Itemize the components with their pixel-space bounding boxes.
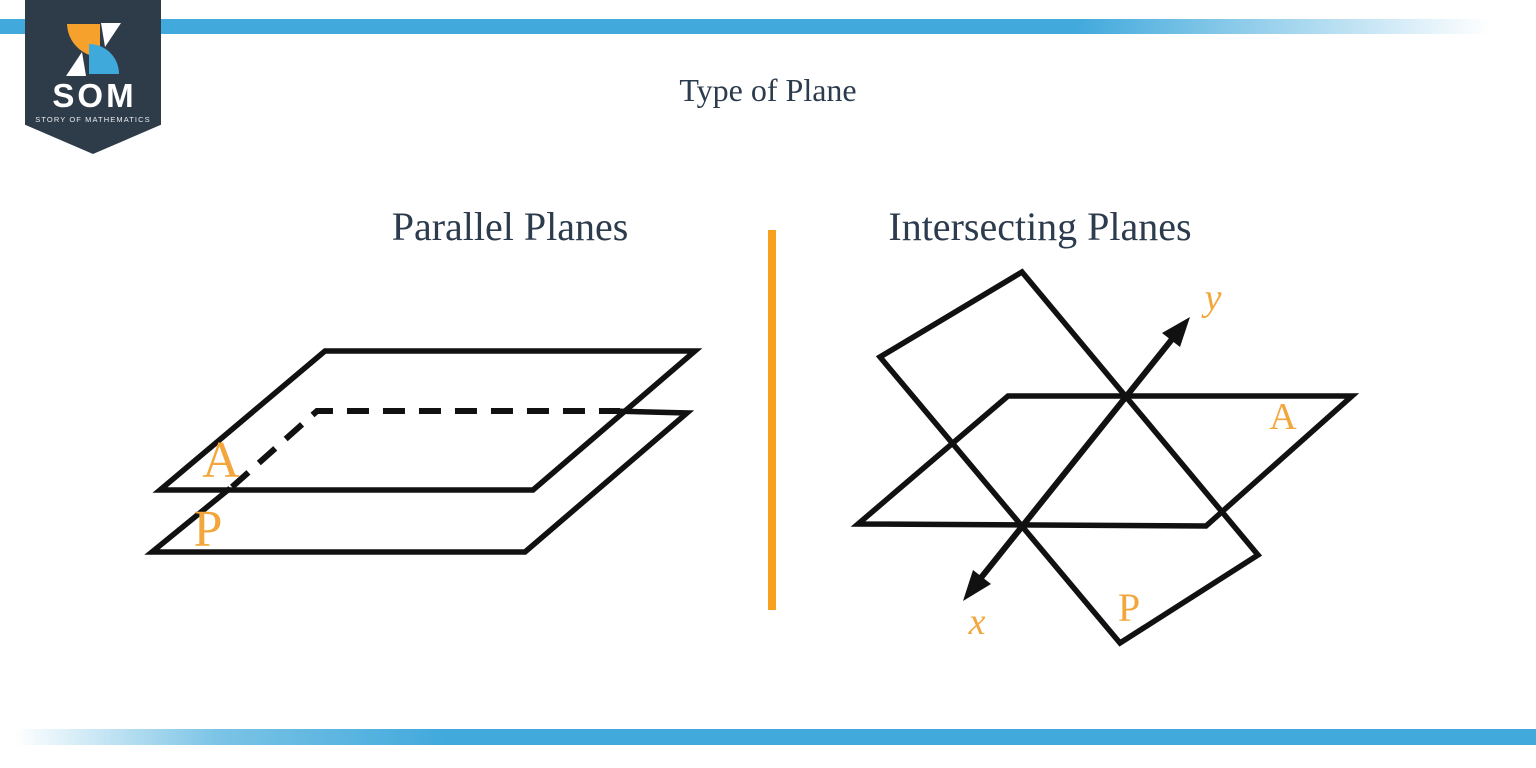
parallel-plane-P-hidden-edges: [230, 408, 620, 490]
logo-tagline: STORY OF MATHEMATICS: [35, 115, 151, 124]
heading-intersecting-planes: Intersecting Planes: [888, 204, 1192, 249]
label-axis-x: x: [968, 601, 986, 643]
logo-pinwheel-icon: [65, 23, 121, 76]
parallel-plane-A-outline: [152, 348, 703, 493]
page-title: Type of Plane: [679, 72, 857, 108]
pinwheel-blue-quarter: [88, 44, 119, 74]
label-left-plane-P: P: [194, 501, 223, 558]
axis-line: [975, 333, 1178, 584]
bottom-accent-bar: [0, 729, 1536, 745]
parallel-planes-diagram: [144, 348, 703, 555]
pinwheel-white-triangle-top: [100, 23, 121, 47]
section-divider: [768, 230, 776, 610]
pinwheel-white-triangle-bottom: [65, 52, 86, 76]
logo-wordmark: SOM: [52, 77, 137, 114]
label-right-plane-A: A: [1269, 396, 1297, 438]
label-axis-y: y: [1201, 277, 1222, 319]
intersecting-planes-diagram: [850, 268, 1360, 647]
som-logo-banner: SOM STORY OF MATHEMATICS: [25, 0, 161, 154]
heading-parallel-planes: Parallel Planes: [391, 204, 629, 249]
label-right-plane-P: P: [1118, 585, 1140, 630]
parallel-plane-P-visible-edges: [144, 408, 695, 555]
axis-arrowhead-y: [1162, 317, 1190, 347]
label-left-plane-A: A: [202, 432, 240, 489]
intersecting-plane-A-outline: [850, 393, 1360, 529]
intersecting-plane-P-outline: [875, 268, 1263, 647]
top-accent-bar: [0, 19, 1536, 34]
axis-arrowhead-x: [963, 570, 991, 601]
